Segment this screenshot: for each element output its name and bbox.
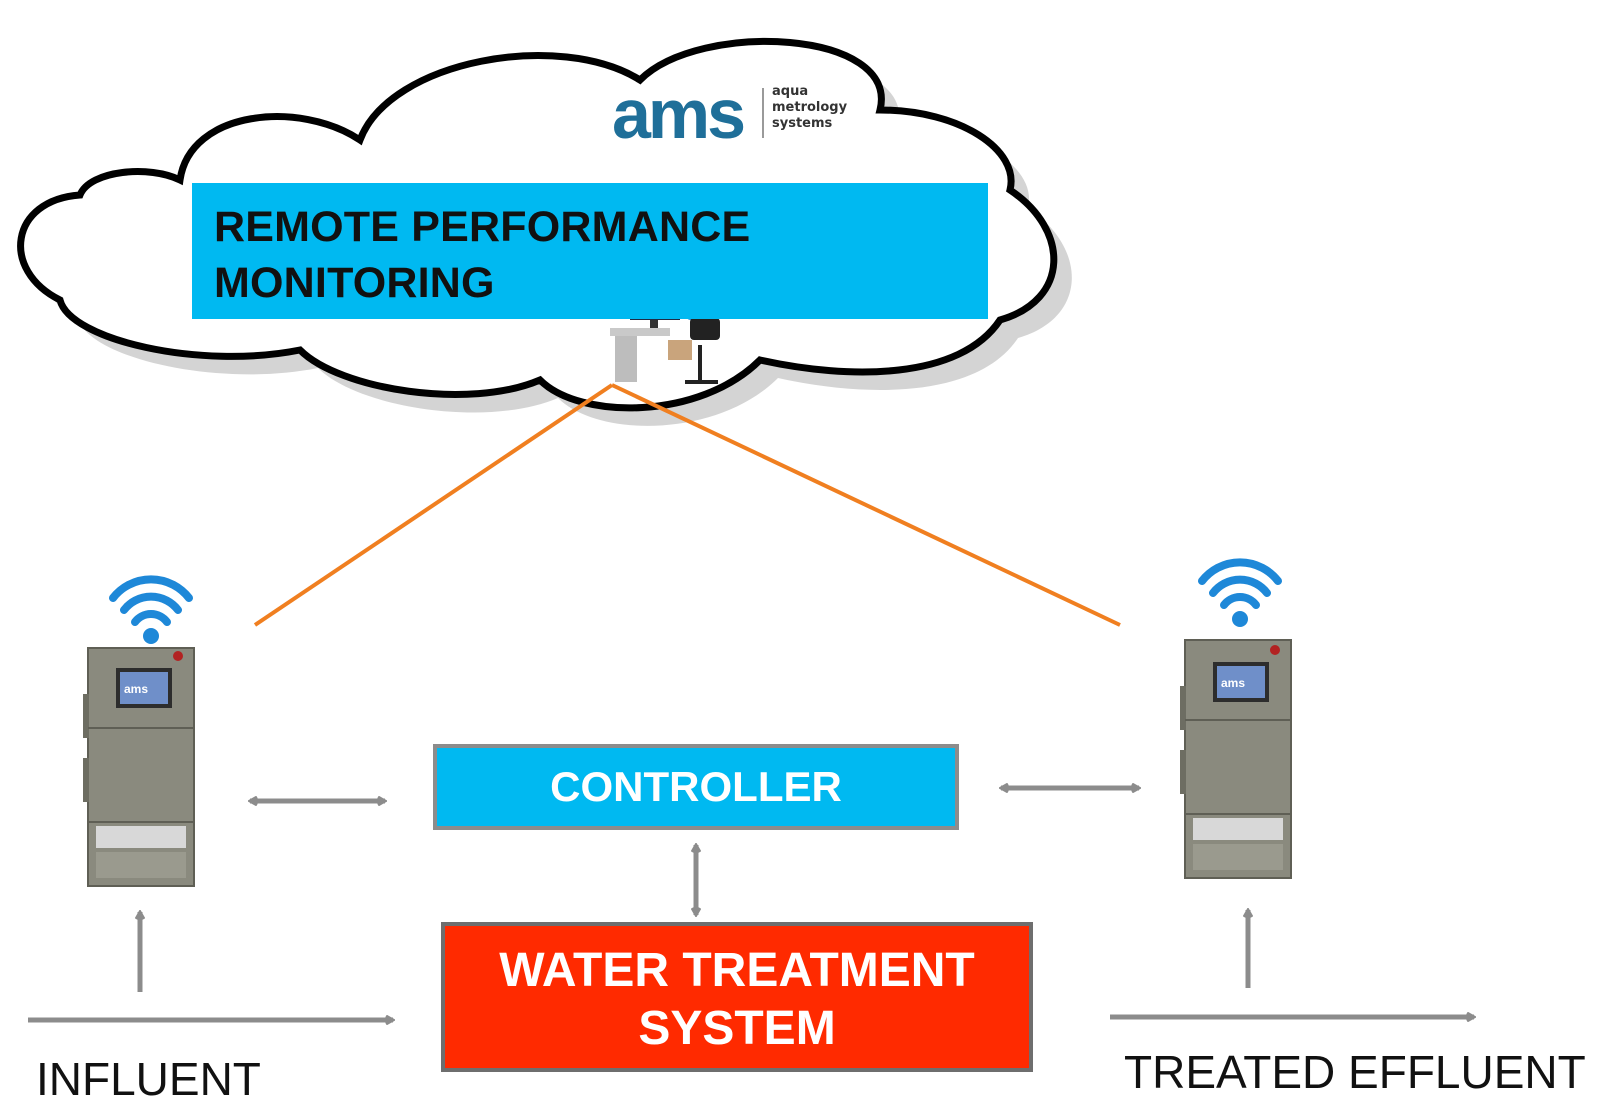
- influent-label: INFLUENT: [36, 1053, 261, 1105]
- logo-separator: [762, 88, 764, 138]
- analyzer-right-screen-text: ams: [1221, 676, 1245, 690]
- remote-monitoring-line1: REMOTE PERFORMANCE: [214, 203, 751, 251]
- ams-logo: ams aqua metrology systems: [612, 75, 872, 170]
- controller-label: CONTROLLER: [550, 763, 842, 810]
- water-treatment-line2: SYSTEM: [638, 1002, 836, 1055]
- logo-subtitle-line: metrology: [772, 100, 848, 115]
- controller-box: CONTROLLER: [433, 744, 959, 830]
- logo-subtitle-line: systems: [772, 116, 833, 131]
- remote-monitoring-line2: MONITORING: [214, 259, 495, 307]
- wifi-icon: [1198, 558, 1282, 627]
- remote-monitoring-box: REMOTE PERFORMANCE MONITORING: [192, 183, 988, 319]
- logo-mark: ams: [612, 75, 746, 153]
- wifi-icon: [109, 575, 193, 644]
- analyzer-cabinet-left-icon: ams: [83, 647, 195, 887]
- link-line-right: [611, 383, 1121, 627]
- logo-subtitle-line: aqua: [772, 84, 809, 99]
- logo-subtitle: aqua metrology systems: [772, 84, 872, 132]
- water-treatment-line1: WATER TREATMENT: [499, 944, 975, 997]
- link-line-left: [253, 383, 614, 627]
- analyzer-left-screen-text: ams: [124, 682, 148, 696]
- treated-effluent-label: TREATED EFFLUENT: [1124, 1046, 1586, 1098]
- analyzer-cabinet-right-icon: ams: [1180, 639, 1292, 879]
- water-treatment-box: WATER TREATMENT SYSTEM: [441, 922, 1033, 1072]
